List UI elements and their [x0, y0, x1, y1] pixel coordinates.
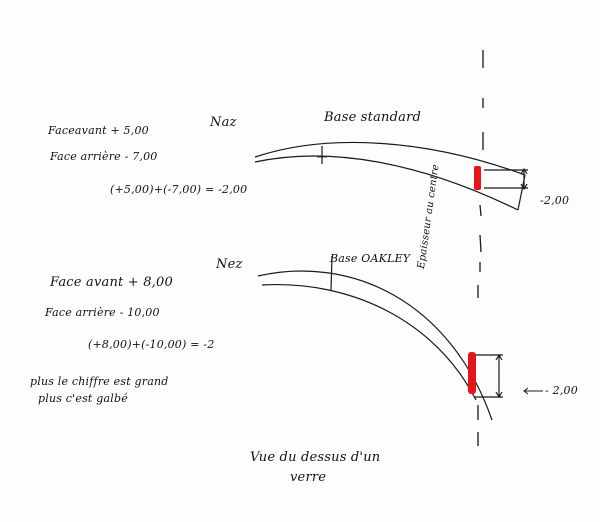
- caption-line1: Vue du dessus d'un: [250, 450, 381, 465]
- top-nose-label: Naz: [210, 115, 237, 130]
- top-thickness-label: -2,00: [540, 194, 570, 207]
- caption-line2: verre: [290, 470, 327, 485]
- bottom-power-sum: (+8,00)+(-10,00) = -2: [88, 338, 215, 351]
- top-base-label: Base standard: [324, 110, 422, 125]
- curvature-note-line1: plus le chiffre est grand: [30, 375, 169, 388]
- label-arrows: [523, 387, 543, 395]
- bottom-front-power: Face avant + 8,00: [50, 275, 173, 290]
- top-back-power: Face arrière - 7,00: [50, 150, 158, 163]
- top-front-power: Faceavant + 5,00: [48, 124, 149, 137]
- bottom-back-power: Face arrière - 10,00: [45, 306, 160, 319]
- center-axis: [477, 50, 484, 446]
- top-center-marker: [474, 166, 481, 190]
- top-power-sum: (+5,00)+(-7,00) = -2,00: [110, 183, 248, 196]
- curvature-note-line2: plus c'est galbé: [38, 392, 128, 405]
- bottom-center-marker: [468, 352, 476, 394]
- bottom-base-label: Base OAKLEY: [330, 252, 411, 265]
- bottom-thickness-label: - 2,00: [545, 384, 578, 397]
- bottom-nose-label: Nez: [216, 257, 243, 272]
- standard-lens: [254, 141, 528, 211]
- oakley-lens: [257, 255, 503, 421]
